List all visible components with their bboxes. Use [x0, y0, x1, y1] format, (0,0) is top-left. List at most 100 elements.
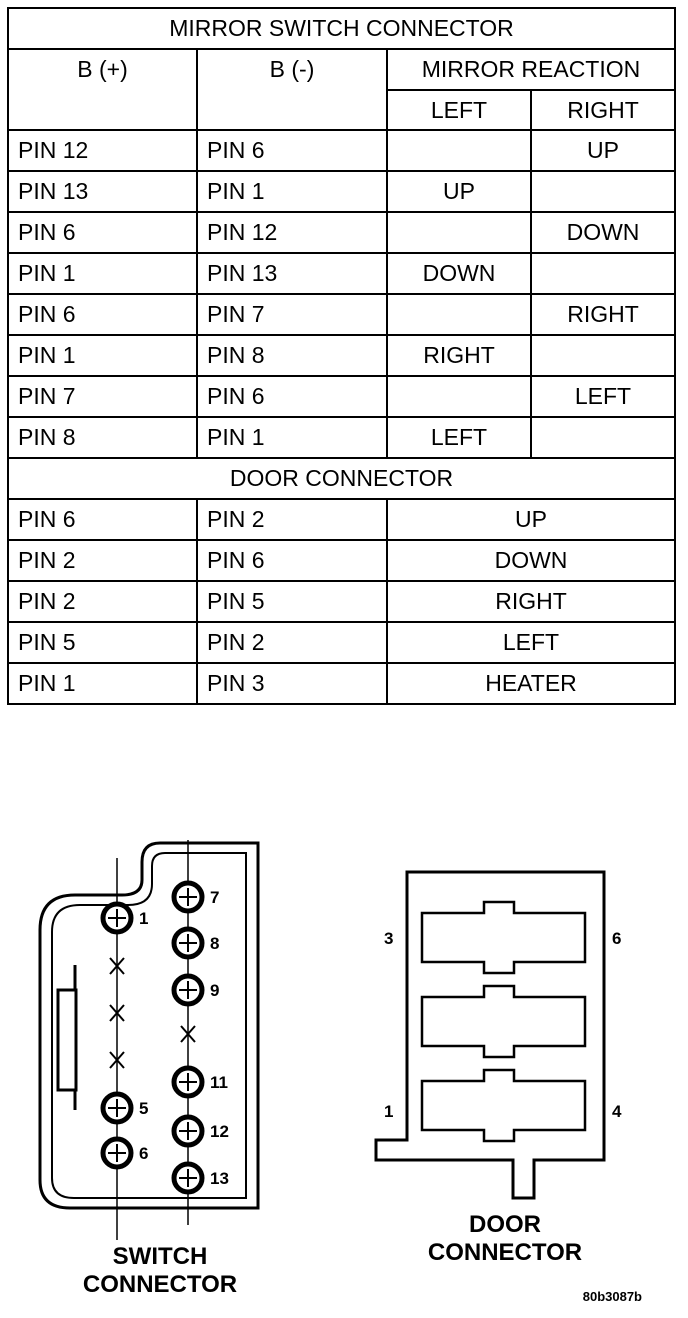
right-reaction-cell	[530, 416, 676, 459]
b-minus-cell: PIN 7	[196, 293, 388, 336]
switch-pin-label: 1	[139, 909, 148, 928]
switch-pin-label: 7	[210, 888, 219, 907]
right-reaction-cell	[530, 170, 676, 213]
b-minus-cell: PIN 1	[196, 170, 388, 213]
col-right-header: RIGHT	[530, 89, 676, 131]
door-reaction-cell: RIGHT	[386, 580, 676, 623]
b-plus-cell: PIN 7	[7, 375, 198, 418]
switch-pin-label: 5	[139, 1099, 148, 1118]
switch-pin-1: 1	[100, 901, 148, 935]
b-minus-cell: PIN 1	[196, 416, 388, 459]
switch-pin-label: 11	[210, 1073, 228, 1092]
b-minus-cell: PIN 6	[196, 539, 388, 582]
door-connector-housing	[374, 870, 606, 1200]
b-minus-cell: PIN 13	[196, 252, 388, 295]
door-pin-label: 1	[384, 1102, 393, 1121]
b-minus-cell: PIN 2	[196, 621, 388, 664]
door-pin-label: 3	[384, 929, 393, 948]
switch-pin-label: 9	[210, 981, 219, 1000]
switch-connector-latch	[56, 988, 78, 1092]
b-plus-cell: PIN 6	[7, 293, 198, 336]
switch-pin-13: 13	[171, 1161, 229, 1195]
b-minus-cell: PIN 6	[196, 129, 388, 172]
b-minus-cell: PIN 2	[196, 498, 388, 541]
left-reaction-cell: DOWN	[386, 252, 532, 295]
door-table-title-row: DOOR CONNECTOR	[7, 457, 676, 500]
switch-pin-label: 13	[210, 1169, 229, 1188]
switch-pin-11: 11	[171, 1065, 228, 1099]
door-caption-line2: CONNECTOR	[427, 1239, 583, 1266]
switch-connector-inner-wall	[51, 852, 247, 1199]
left-reaction-cell: LEFT	[386, 416, 532, 459]
door-caption-line1: DOOR	[469, 1211, 541, 1238]
switch-pin-8: 8	[171, 926, 219, 960]
left-reaction-cell	[386, 375, 532, 418]
door-reaction-cell: DOWN	[386, 539, 676, 582]
b-minus-cell: PIN 6	[196, 375, 388, 418]
col-mirror-reaction-header: MIRROR REACTION	[386, 48, 676, 91]
empty-cavities	[109, 957, 196, 1069]
door-table-title: DOOR CONNECTOR	[7, 457, 676, 500]
col-b-plus-header: B (+)	[7, 48, 198, 131]
switch-pin-label: 12	[210, 1122, 229, 1141]
door-pin-label: 4	[612, 1102, 622, 1121]
b-minus-cell: PIN 3	[196, 662, 388, 705]
switch-caption-line1: SWITCH	[112, 1243, 208, 1270]
b-plus-cell: PIN 2	[7, 539, 198, 582]
left-reaction-cell	[386, 211, 532, 254]
switch-connector-pins: 1 5 6 7 8 9 11 12 13	[100, 880, 229, 1195]
col-left-header: LEFT	[386, 89, 532, 131]
switch-pin-label: 6	[139, 1144, 148, 1163]
right-reaction-cell: RIGHT	[530, 293, 676, 336]
figure-id: 80b3087b	[582, 1289, 642, 1304]
switch-pin-12: 12	[171, 1114, 229, 1148]
b-plus-cell: PIN 8	[7, 416, 198, 459]
b-plus-cell: PIN 12	[7, 129, 198, 172]
door-reaction-cell: HEATER	[386, 662, 676, 705]
b-plus-cell: PIN 1	[7, 662, 198, 705]
right-reaction-cell: DOWN	[530, 211, 676, 254]
switch-pin-9: 9	[171, 973, 219, 1007]
b-minus-cell: PIN 8	[196, 334, 388, 377]
b-plus-cell: PIN 6	[7, 211, 198, 254]
b-plus-cell: PIN 1	[7, 252, 198, 295]
left-reaction-cell: UP	[386, 170, 532, 213]
b-plus-cell: PIN 5	[7, 621, 198, 664]
switch-pin-label: 8	[210, 934, 219, 953]
switch-pin-7: 7	[171, 880, 219, 914]
right-reaction-cell: LEFT	[530, 375, 676, 418]
switch-connector-housing	[38, 841, 260, 1210]
pin-table: MIRROR SWITCH CONNECTOR B (+) B (-) MIRR…	[7, 7, 676, 705]
b-plus-cell: PIN 1	[7, 334, 198, 377]
door-reaction-cell: UP	[386, 498, 676, 541]
b-plus-cell: PIN 13	[7, 170, 198, 213]
left-reaction-cell: RIGHT	[386, 334, 532, 377]
left-reaction-cell	[386, 129, 532, 172]
col-b-minus-header: B (-)	[196, 48, 388, 131]
switch-caption-line2: CONNECTOR	[82, 1271, 238, 1298]
b-minus-cell: PIN 12	[196, 211, 388, 254]
door-connector-cavities	[420, 900, 587, 1143]
right-reaction-cell	[530, 334, 676, 377]
switch-pin-6: 6	[100, 1136, 148, 1170]
b-plus-cell: PIN 6	[7, 498, 198, 541]
switch-pin-5: 5	[100, 1091, 148, 1125]
b-minus-cell: PIN 5	[196, 580, 388, 623]
b-plus-cell: PIN 2	[7, 580, 198, 623]
switch-table-title: MIRROR SWITCH CONNECTOR	[7, 7, 676, 50]
connector-drawing: 1 5 6 7 8 9 11 12 13 3 6 1 4	[38, 840, 622, 1240]
left-reaction-cell	[386, 293, 532, 336]
